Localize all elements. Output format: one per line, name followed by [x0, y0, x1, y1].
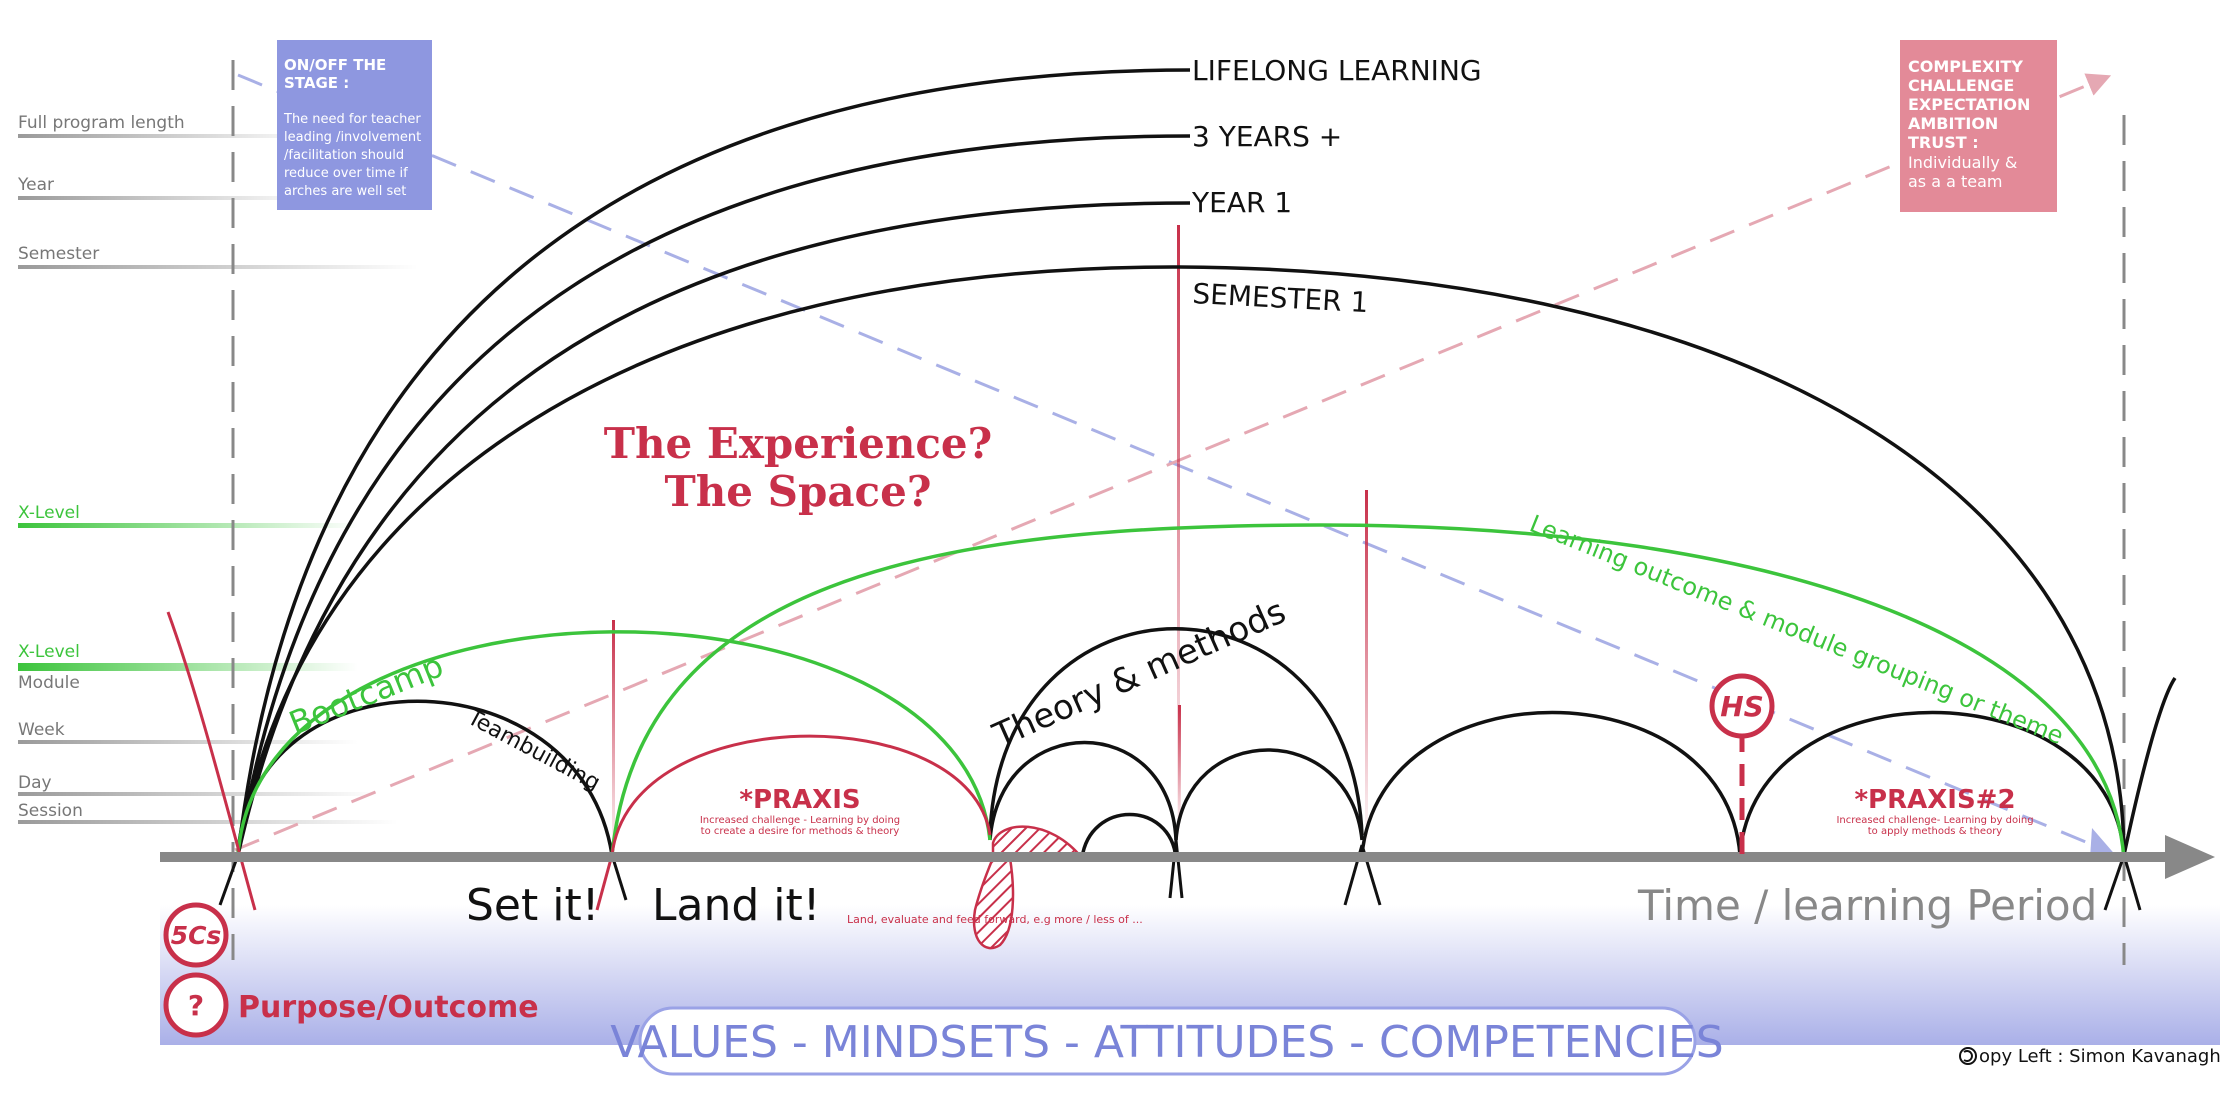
praxis-title: *PRAXIS — [739, 785, 860, 815]
praxis-desc-1: Increased challenge - Learning by doing — [700, 815, 900, 826]
complexity-arrow — [234, 73, 2112, 852]
on-off-body-4: reduce over time if — [284, 166, 408, 181]
praxis2-desc-2: to apply methods & theory — [1868, 826, 2003, 837]
label-bootcamp: Bootcamp — [284, 646, 449, 742]
land-note: Land, evaluate and feed forward, e.g mor… — [847, 913, 1143, 926]
scale-label-day: Day — [18, 773, 52, 793]
arch-theory-methods — [988, 627, 1364, 836]
teacher-involvement-arrowhead — [2090, 828, 2118, 858]
praxis2-title: *PRAXIS#2 — [1854, 785, 2015, 815]
on-off-body-3: /facilitation should — [284, 148, 404, 163]
on-off-body-5: arches are well set — [284, 184, 406, 199]
on-off-body-1: The need for teacher — [283, 112, 421, 127]
values-pill — [638, 1006, 1697, 1076]
label-learning-outcome: Learning outcome & module grouping or th… — [1526, 510, 2068, 751]
complexity-line-7: as a a team — [1908, 172, 2003, 191]
complexity-line-2: CHALLENGE — [1908, 76, 2014, 95]
label-semester1: SEMESTER 1 — [1192, 277, 1370, 319]
complexity-line-1: COMPLEXITY — [1908, 57, 2023, 76]
on-off-title-1: ON/OFF THE — [284, 56, 386, 74]
arch-small-3 — [1174, 748, 1364, 841]
hs-badge-circle — [1709, 673, 1775, 739]
learning-outcome-arches — [236, 523, 2126, 861]
on-off-body-2: leading /involvement — [284, 130, 421, 145]
complexity-line-6: Individually & — [1908, 153, 2017, 172]
hs-badge-label: HS — [1720, 690, 1764, 723]
label-lifelong-learning: LIFELONG LEARNING — [1192, 54, 1482, 87]
complexity-line-5: TRUST : — [1908, 133, 1979, 152]
praxis2-desc-1: Increased challenge- Learning by doing — [1836, 815, 2033, 826]
time-axis-label: Time / learning Period — [1637, 881, 2097, 930]
experience-question: The Experience? — [604, 419, 993, 468]
copyleft-icon — [1959, 1047, 1977, 1065]
scale-label-full-program: Full program length — [18, 113, 185, 133]
arch-lifelong — [236, 68, 1191, 856]
arch-bootcamp — [236, 630, 992, 856]
scale-label-session: Session — [18, 801, 83, 821]
label-teambuilding: Teambuilding — [462, 705, 604, 796]
label-three-years: 3 YEARS + — [1192, 120, 1342, 153]
label-year1: YEAR 1 — [1191, 186, 1292, 219]
purpose-curve — [166, 611, 257, 911]
complexity-line-3: EXPECTATION — [1908, 95, 2030, 114]
program-arches — [236, 68, 2126, 861]
lo-peak-marker — [1365, 490, 1368, 850]
label-theory-methods: Theory & methods — [986, 591, 1291, 756]
arch-year1 — [236, 201, 1191, 856]
land-it-label: Land it! — [652, 880, 820, 931]
red-curves — [166, 611, 992, 911]
theory-center-marker — [1178, 705, 1181, 825]
scale-label-year: Year — [17, 175, 54, 195]
values-text: VALUES - MINDSETS - ATTITUDES - COMPETEN… — [610, 1017, 1723, 1068]
arch-learning-outcome — [610, 523, 2126, 861]
arch-small-1 — [988, 740, 1178, 841]
five-cs-badge-label: 5Cs — [171, 921, 222, 950]
arch-week-4 — [1360, 710, 1742, 856]
scale-label-module: Module — [18, 673, 80, 693]
question-badge-label: ? — [188, 989, 204, 1022]
complexity-box — [1900, 40, 2057, 212]
complexity-line-4: AMBITION — [1908, 114, 1998, 133]
time-scale-lines — [18, 134, 418, 824]
bootcamp-end-marker — [612, 620, 615, 860]
on-off-stage-box — [277, 40, 432, 210]
scale-label-x-level-upper: X-Level — [18, 503, 80, 523]
on-off-title-2: STAGE : — [284, 74, 349, 92]
time-axis — [160, 852, 2170, 862]
arch-praxis — [610, 734, 992, 856]
set-it-label: Set it! — [466, 880, 599, 931]
arch-semester1 — [236, 265, 2126, 861]
copyleft-icon-inner — [1963, 1050, 1973, 1062]
question-badge-circle — [163, 972, 229, 1038]
time-axis-arrowhead — [2165, 835, 2215, 879]
arch-small-2 — [1080, 812, 1178, 859]
purpose-outcome-label: Purpose/Outcome — [238, 990, 539, 1025]
space-question: The Space? — [665, 467, 932, 516]
arch-tail-right — [2122, 677, 2177, 856]
scale-label-x-level-lower: X-Level — [18, 642, 80, 662]
scale-label-semester: Semester — [18, 244, 99, 264]
credit-text: opy Left : Simon Kavanagh — [1979, 1046, 2221, 1067]
arch-praxis2 — [1738, 710, 2126, 856]
praxis-desc-2: to create a desire for methods & theory — [701, 826, 900, 837]
year1-center-marker — [1177, 225, 1180, 845]
arch-three-years — [236, 134, 1191, 856]
five-cs-badge-circle — [163, 902, 229, 968]
scale-label-week: Week — [18, 720, 65, 740]
